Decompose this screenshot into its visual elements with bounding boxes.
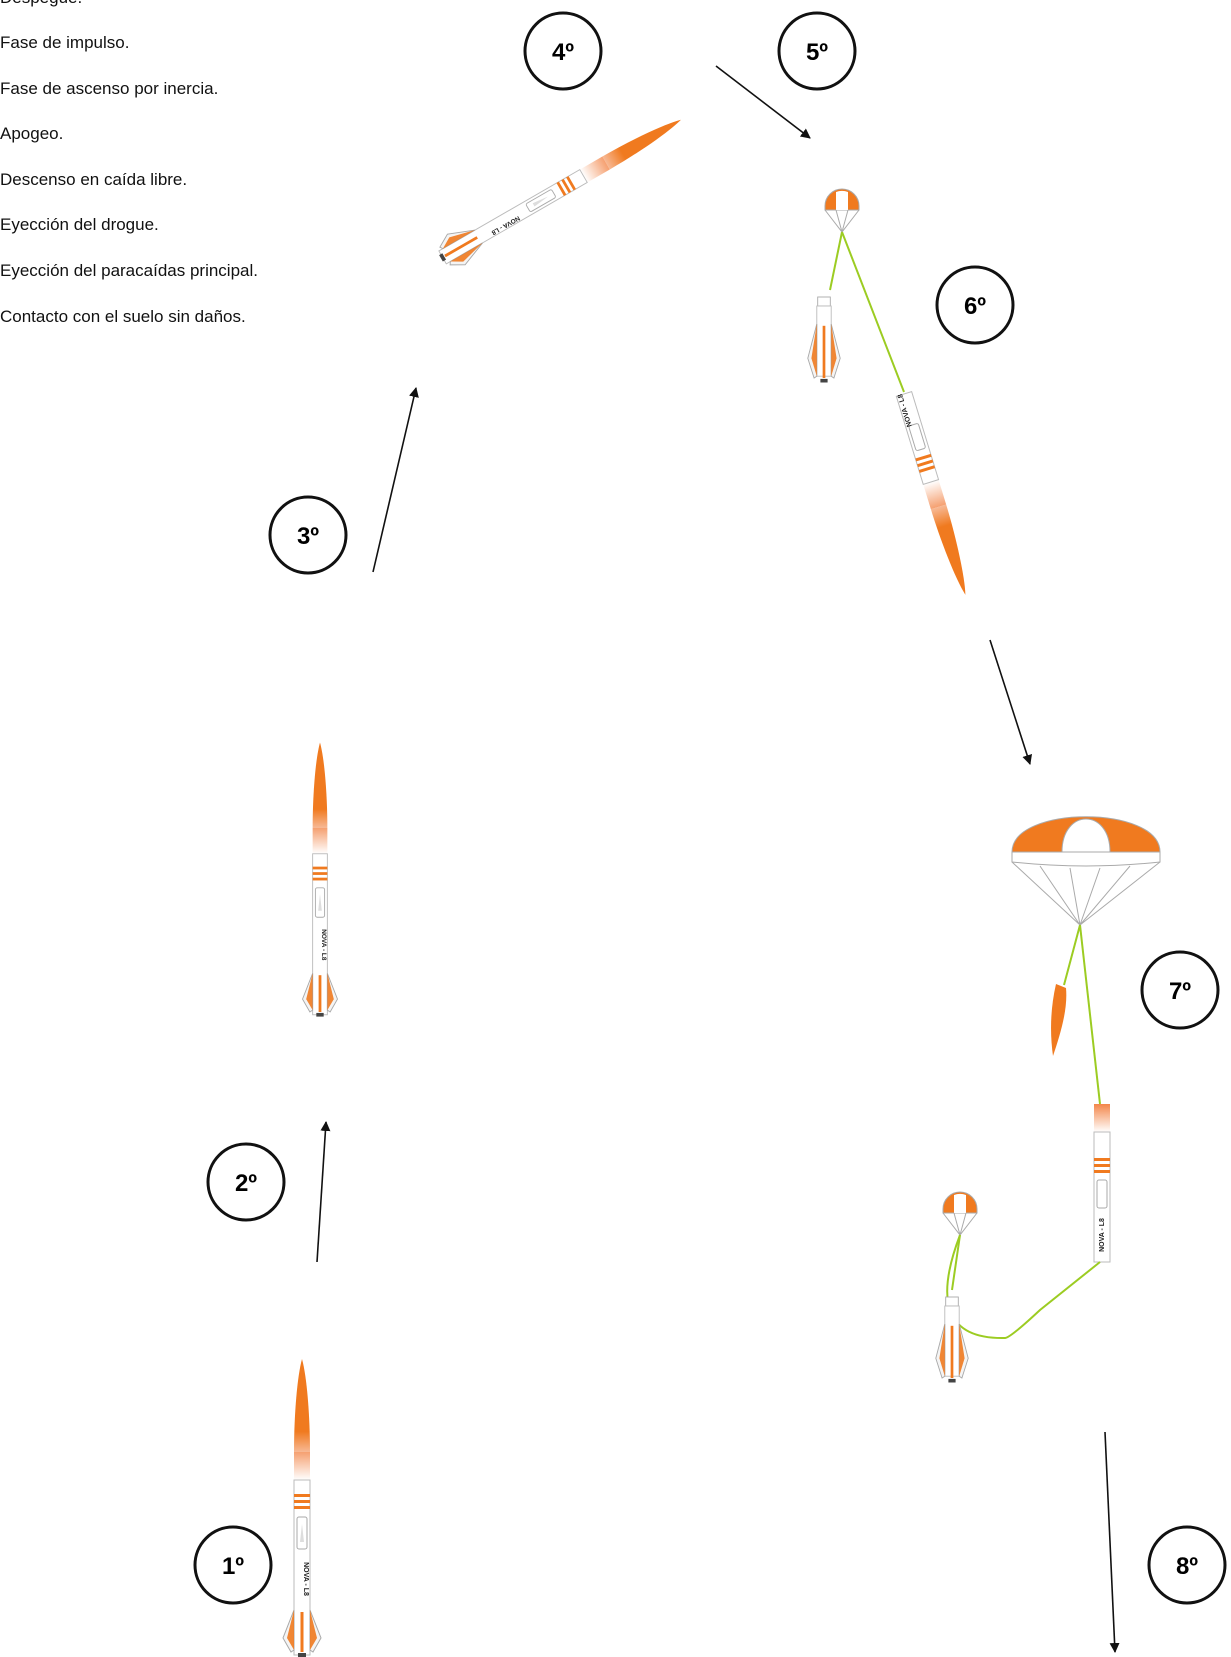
- svg-text:1º: 1º: [222, 1553, 244, 1580]
- main-chute: [1012, 817, 1160, 925]
- svg-text:4º: 4º: [552, 39, 574, 66]
- rocket-stage-3: [303, 742, 338, 1016]
- stage-7-main-deploy: NOVA - L8: [936, 817, 1160, 1383]
- payload-section: NOVA - L8: [1094, 1104, 1110, 1262]
- arrow-stage-3: [373, 388, 416, 572]
- svg-text:5º: 5º: [806, 39, 828, 66]
- svg-text:6º: 6º: [964, 293, 986, 320]
- arrow-stage-8: [1105, 1432, 1115, 1652]
- rocket-stage-4: [432, 104, 690, 273]
- stage-label-5: 5º: [779, 13, 855, 89]
- stage-label-2: 2º: [208, 1144, 284, 1220]
- arrow-stage-2: [317, 1122, 326, 1262]
- rocket-label: NOVA - L8: [1099, 1218, 1106, 1252]
- drogue-chute-2: [943, 1192, 977, 1235]
- svg-text:2º: 2º: [235, 1170, 257, 1197]
- svg-text:7º: 7º: [1169, 978, 1191, 1005]
- booster-section: [808, 297, 840, 383]
- stage-label-3: 3º: [270, 497, 346, 573]
- arrow-stage-6: [990, 640, 1030, 764]
- stage-label-8: 8º: [1149, 1527, 1225, 1603]
- booster-section-2: [936, 1297, 968, 1383]
- svg-text:3º: 3º: [297, 523, 319, 550]
- drogue-chute: [825, 189, 859, 232]
- stage-6-drogue-deploy: [808, 189, 973, 597]
- stage-label-1: 1º: [195, 1527, 271, 1603]
- stage-label-4: 4º: [525, 13, 601, 89]
- svg-text:8º: 8º: [1176, 1553, 1198, 1580]
- stage-label-6: 6º: [937, 267, 1013, 343]
- upper-section: [896, 391, 973, 597]
- stage-label-7: 7º: [1142, 952, 1218, 1028]
- rocket-stage-1: [283, 1359, 321, 1657]
- nose-cone: [1051, 984, 1066, 1056]
